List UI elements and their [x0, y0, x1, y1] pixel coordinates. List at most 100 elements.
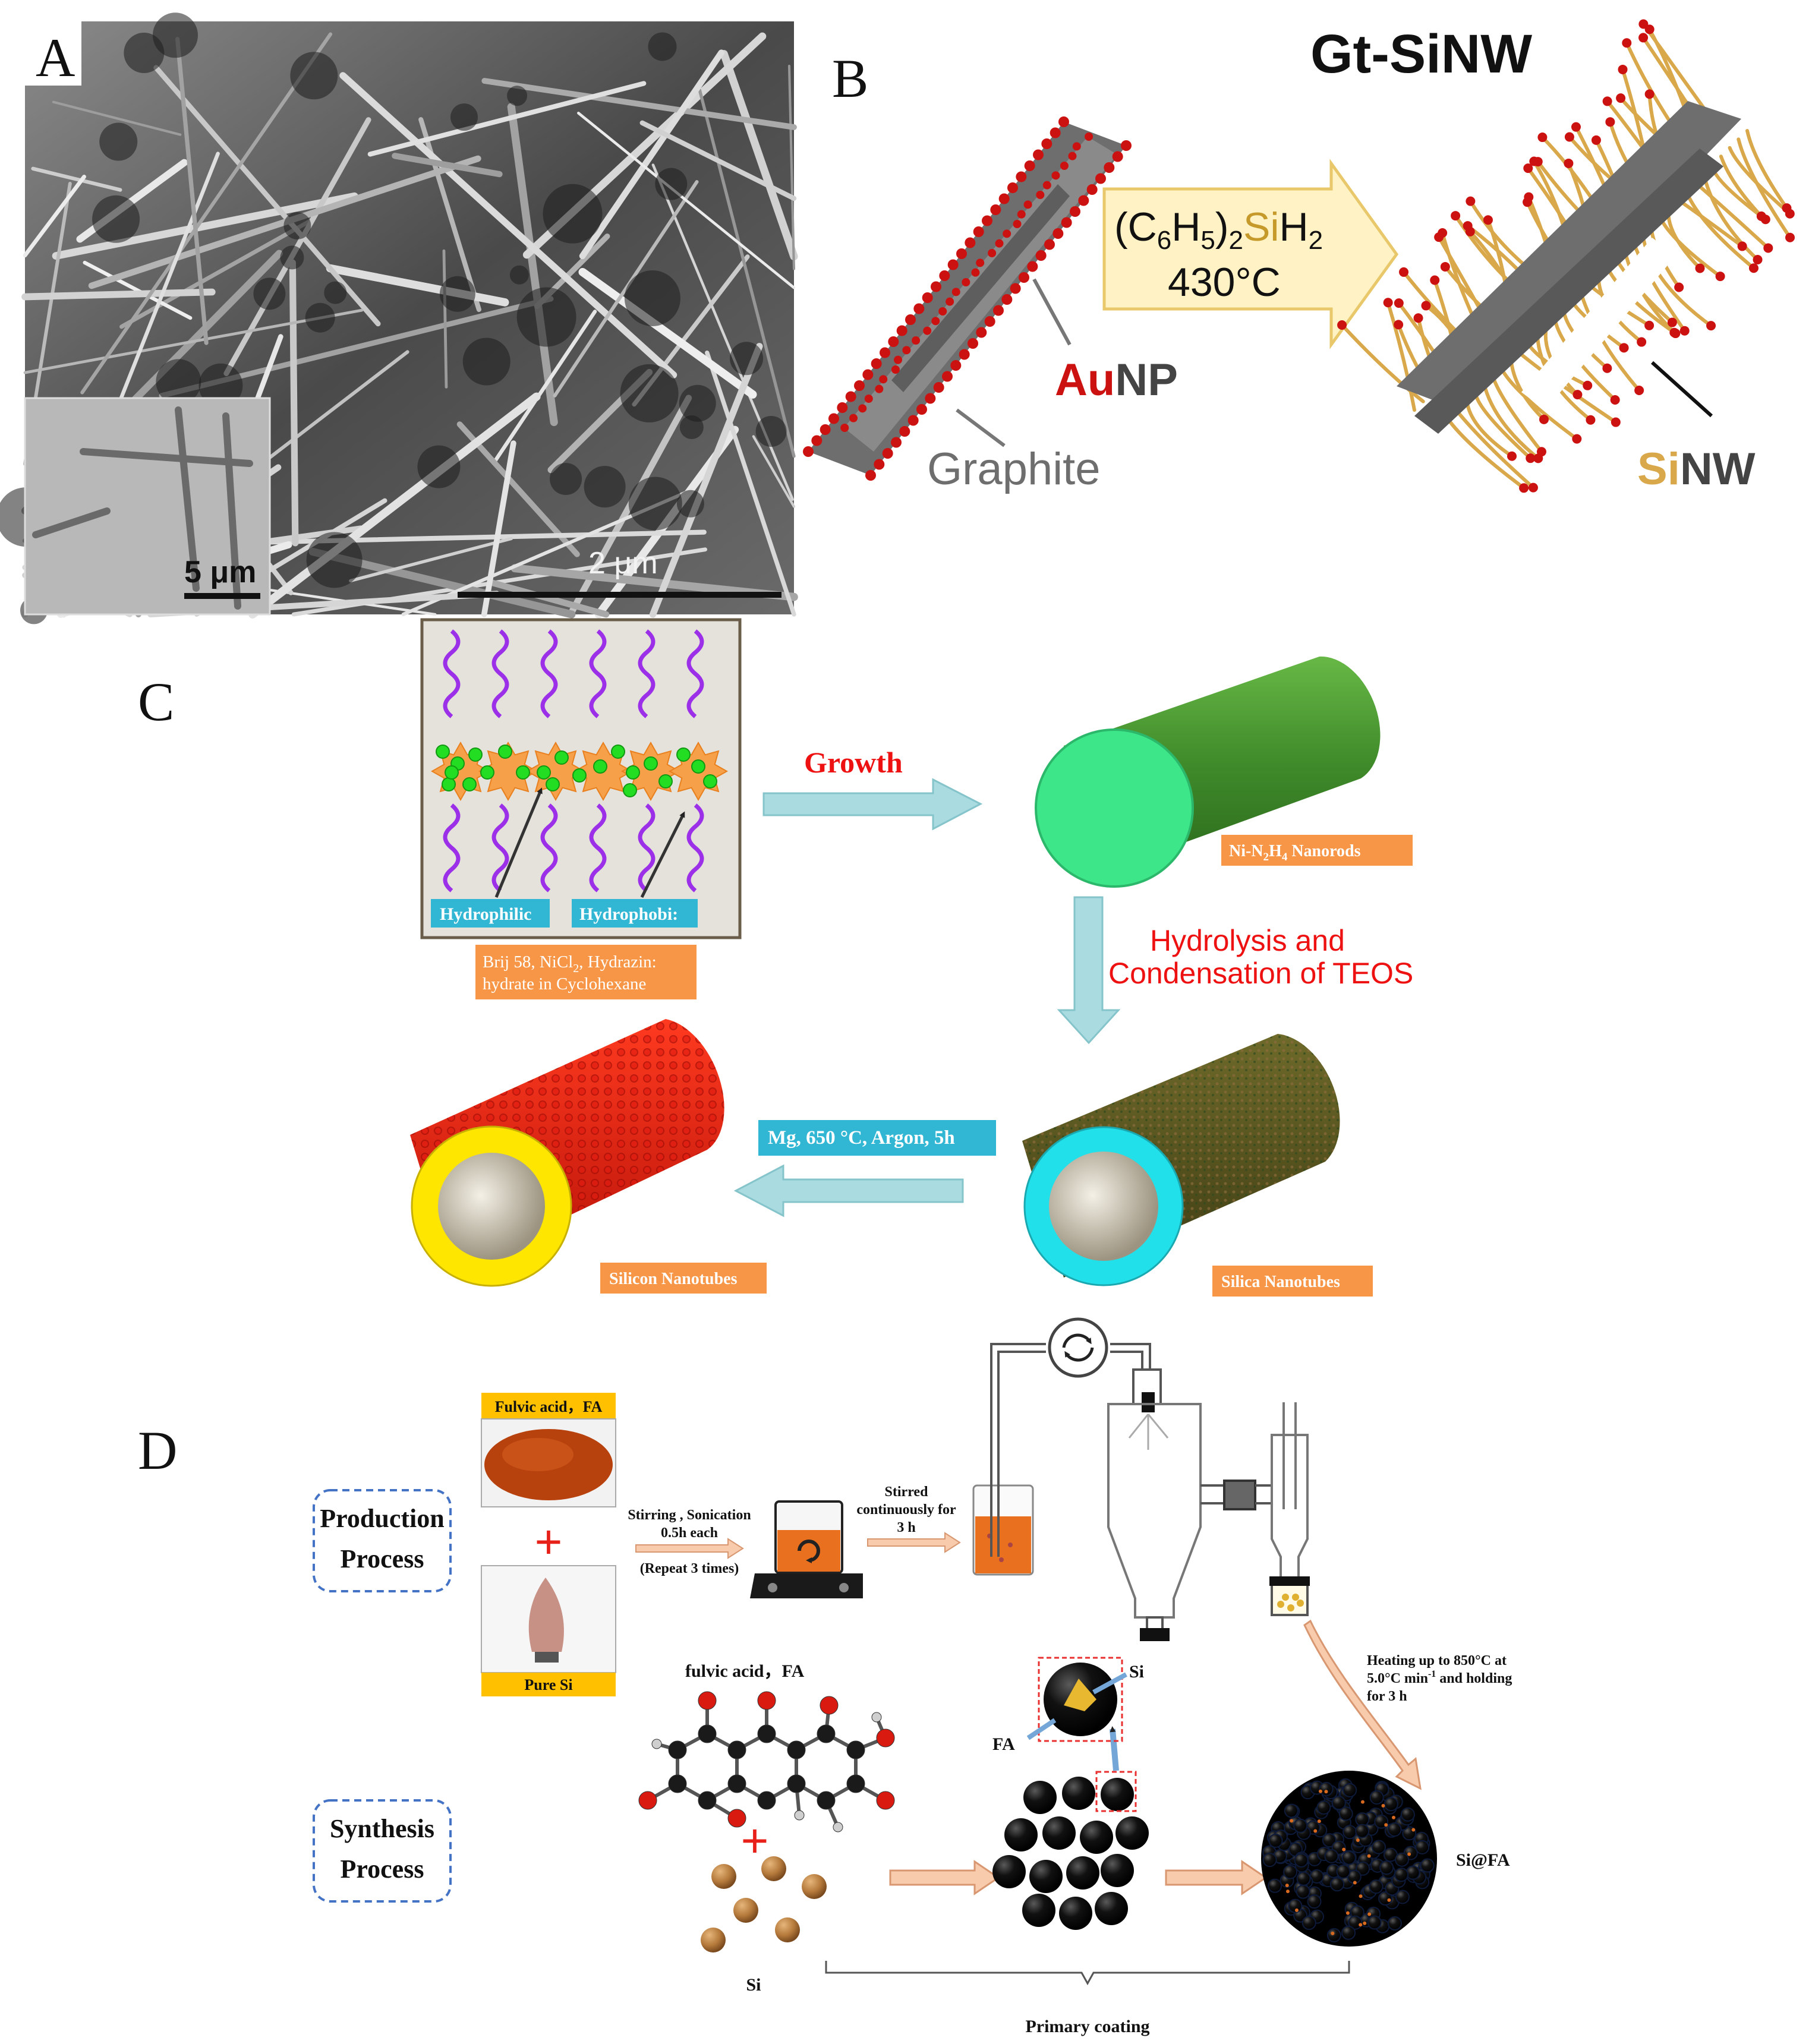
hydrolysis-line1: Hydrolysis and — [1150, 924, 1345, 957]
collected-particles — [1277, 1594, 1304, 1611]
panel-b-letter: B — [832, 48, 868, 109]
graphite-pointer — [956, 408, 1006, 447]
heating-arrow — [1303, 1619, 1422, 1790]
pure-si-flask — [528, 1578, 564, 1652]
fa-label: FA — [992, 1734, 1015, 1754]
panel-a: A 5 μm 2 μm — [0, 12, 798, 624]
panel-a-letter-bg — [25, 21, 81, 86]
graphite-with-aunp — [803, 116, 1132, 481]
zoom-dashed-box — [1038, 1657, 1123, 1742]
fulvic-label-bar — [481, 1393, 616, 1419]
growth-label: Growth — [804, 746, 903, 779]
primary-coating-brace — [825, 1961, 1350, 1986]
stirred-line1: Stirred — [885, 1484, 929, 1500]
heating-line2: 5.0°C min-1 and holding — [1367, 1669, 1512, 1686]
fulvic-acid-molecule — [638, 1691, 895, 1832]
zoomed-si-core — [1064, 1679, 1096, 1711]
mg-arrow — [733, 1164, 964, 1217]
nanorods-label: Ni-N2H4 Nanorods — [1229, 842, 1361, 863]
spray-dryer — [990, 1317, 1310, 1641]
main-scale-bar — [458, 592, 781, 598]
hydrolysis-arrow — [1057, 896, 1121, 1045]
mg-condition-label: Mg, 650 °C, Argon, 5h — [768, 1127, 955, 1149]
si-particles — [701, 1856, 827, 1952]
reagent-formula: (C6H5)2SiH2 — [1114, 204, 1323, 255]
feed-beaker — [972, 1484, 1034, 1576]
brij-label-line2: hydrate in Cyclohexane — [483, 974, 646, 993]
stirred-line2: continuously for — [856, 1502, 956, 1518]
surfactant-chains — [443, 629, 704, 892]
hydrophobic-label: Hydrophobi: — [579, 904, 678, 924]
silica-label-box — [1212, 1266, 1373, 1297]
nickel-nanorod — [1035, 656, 1381, 888]
sinw-tip-dots — [1337, 19, 1795, 493]
stir-line1: Stirring , Sonication — [628, 1507, 751, 1523]
synthesis-arrow-2 — [1165, 1860, 1268, 1895]
hydrophobic-pointer — [640, 811, 685, 898]
gt-sinw-structure — [1337, 19, 1795, 493]
reaction-temperature: 430°C — [1168, 260, 1281, 305]
sinw-pointer — [1650, 361, 1713, 418]
aunp-pointer — [1032, 278, 1072, 346]
magnify-arrow — [1110, 1726, 1119, 1771]
hydrophilic-box — [431, 899, 550, 928]
silica-nanotubes-label: Silica Nanotubes — [1221, 1273, 1340, 1291]
plus-sign-synthesis: + — [741, 1814, 769, 1867]
hydrophilic-label: Hydrophilic — [440, 904, 531, 924]
mg-condition-box — [758, 1120, 996, 1156]
production-line2: Process — [341, 1544, 424, 1573]
production-line1: Production — [320, 1504, 444, 1533]
inset-scale-label: 5 μm — [184, 555, 256, 589]
reaction-arrow — [1102, 159, 1399, 349]
hydrolysis-line2: Condensation of TEOS — [1108, 957, 1413, 990]
fa-shell-pointer — [1026, 1718, 1057, 1740]
synthesis-arrow-1 — [889, 1860, 1000, 1895]
silicon-label-box — [600, 1263, 767, 1294]
growth-arrow — [762, 778, 983, 831]
stirred-arrow — [867, 1532, 961, 1553]
zoomed-si-label: Si — [1129, 1662, 1144, 1682]
si-label: Si — [746, 1975, 761, 1995]
synthesis-line2: Process — [341, 1854, 424, 1884]
brij-label-box — [475, 945, 697, 999]
stir-arrow — [635, 1538, 744, 1559]
primary-coating-label: Primary coating — [1025, 2017, 1149, 2036]
synthesis-line1: Synthesis — [330, 1814, 434, 1843]
si-core-pointer — [1092, 1672, 1127, 1695]
aunp-label: AuNP — [1055, 355, 1178, 405]
plus-sign-production: + — [535, 1515, 563, 1568]
graphite-label: Graphite — [927, 444, 1101, 494]
brij-label-line1: Brij 58, NiCl2, Hydrazin: — [483, 952, 657, 975]
stir-line2: 0.5h each — [661, 1525, 718, 1541]
gt-sinw-title: Gt-SiNW — [1310, 24, 1532, 84]
si-fa-aggregate-spheres — [1262, 1778, 1435, 1942]
panel-c: C Hydrophilic Hydrophobi: Brij 58, NiCl2… — [138, 618, 1413, 1297]
panel-c-letter: C — [138, 671, 174, 732]
stirred-line3: 3 h — [897, 1520, 915, 1535]
silicon-nanotubes-label: Silicon Nanotubes — [609, 1270, 738, 1288]
silicon-nanotube — [410, 1019, 724, 1287]
sinw-label: SiNW — [1637, 444, 1756, 494]
sem-inset-fibers — [32, 406, 253, 610]
sem-nanowires — [0, 12, 798, 624]
panel-b: B Gt-SiNW AuNP Graphite (C6H5)2SiH2 430°… — [803, 19, 1795, 494]
nanorods-label-box — [1221, 835, 1413, 866]
si-fa-label: Si@FA — [1456, 1850, 1510, 1870]
synthesis-process-box — [313, 1799, 452, 1903]
inset-scale-bar — [184, 593, 260, 599]
highlight-dashed-box — [1095, 1771, 1137, 1812]
nickel-green-dots — [436, 745, 717, 797]
hydrophobic-box — [572, 899, 698, 928]
heating-line3: for 3 h — [1367, 1689, 1407, 1704]
hydrophilic-pointer — [494, 787, 543, 898]
coated-particles — [992, 1777, 1149, 1930]
stir-line3: (Repeat 3 times) — [640, 1561, 739, 1576]
panel-a-letter: A — [36, 27, 75, 88]
silica-nanotube — [1022, 1034, 1340, 1286]
panel-d-letter: D — [138, 1420, 177, 1481]
pure-si-label-bar — [481, 1673, 616, 1696]
fulvic-mol-label: fulvic acid，FA — [685, 1661, 805, 1681]
heating-line1: Heating up to 850°C at — [1367, 1653, 1507, 1668]
magnetic-stirrer — [750, 1500, 863, 1598]
